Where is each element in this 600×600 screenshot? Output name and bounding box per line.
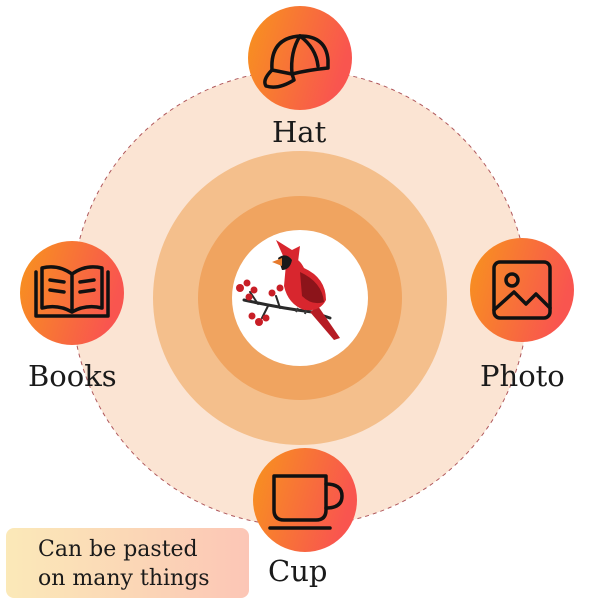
- cardinal-bird-icon: [236, 240, 340, 340]
- book-icon: [34, 265, 110, 318]
- books-label: Books: [28, 359, 117, 393]
- cup-label: Cup: [268, 554, 328, 588]
- image-icon: [492, 260, 552, 320]
- note-line-2: on many things: [38, 566, 210, 591]
- note-box: Can be pasted on many things: [6, 528, 249, 598]
- photo-badge[interactable]: [470, 238, 574, 342]
- hat-badge[interactable]: [248, 6, 352, 110]
- note-line-1: Can be pasted: [38, 537, 198, 562]
- hat-icon: [263, 34, 330, 89]
- books-badge[interactable]: [20, 241, 124, 345]
- cup-badge[interactable]: [253, 448, 357, 552]
- cup-icon: [268, 474, 344, 530]
- photo-label: Photo: [480, 359, 565, 393]
- hat-label: Hat: [272, 115, 327, 149]
